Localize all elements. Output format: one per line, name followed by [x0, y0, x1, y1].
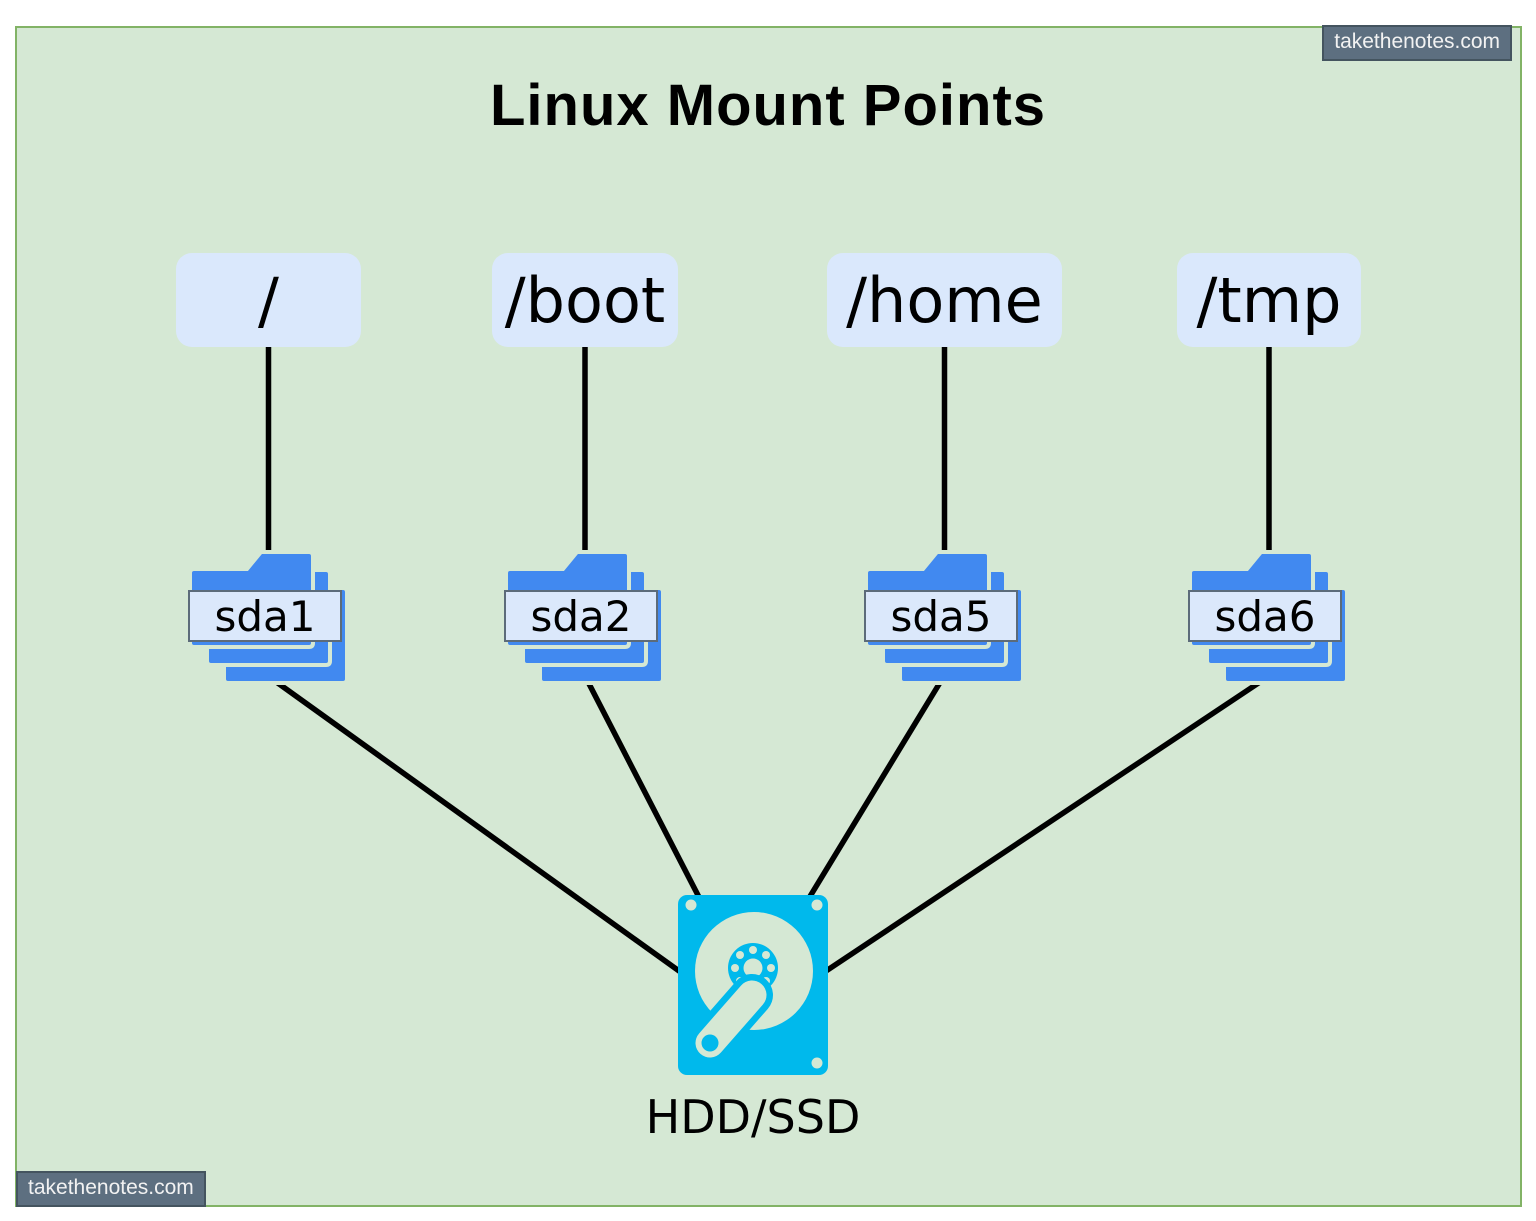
edge-sda6-to-hdd [806, 673, 1271, 986]
partition-sda5: sda5 [864, 548, 1025, 685]
hdd-label: HDD/SSD [645, 1090, 861, 1144]
hdd-node [678, 895, 828, 1075]
edge-sda2-to-hdd [582, 674, 705, 905]
partition-label: sda2 [504, 590, 658, 642]
partition-sda1: sda1 [188, 548, 349, 685]
mount-point-home: /home [827, 253, 1062, 347]
edge-sda1-to-hdd [266, 673, 702, 989]
watermark-bottom-left: takethenotes.com [16, 1171, 206, 1207]
mount-point-boot: /boot [492, 253, 678, 347]
diagram-title: Linux Mount Points [489, 73, 1047, 138]
partition-sda2: sda2 [504, 548, 665, 685]
watermark-top-right: takethenotes.com [1322, 25, 1512, 61]
partition-label: sda5 [864, 590, 1018, 642]
mount-point-tmp: /tmp [1177, 253, 1361, 347]
mount-point-root: / [176, 253, 361, 347]
partition-label: sda1 [188, 590, 342, 642]
hard-drive-icon [678, 895, 828, 1075]
edge-sda5-to-hdd [803, 674, 947, 905]
partition-sda6: sda6 [1188, 548, 1349, 685]
partition-label: sda6 [1188, 590, 1342, 642]
